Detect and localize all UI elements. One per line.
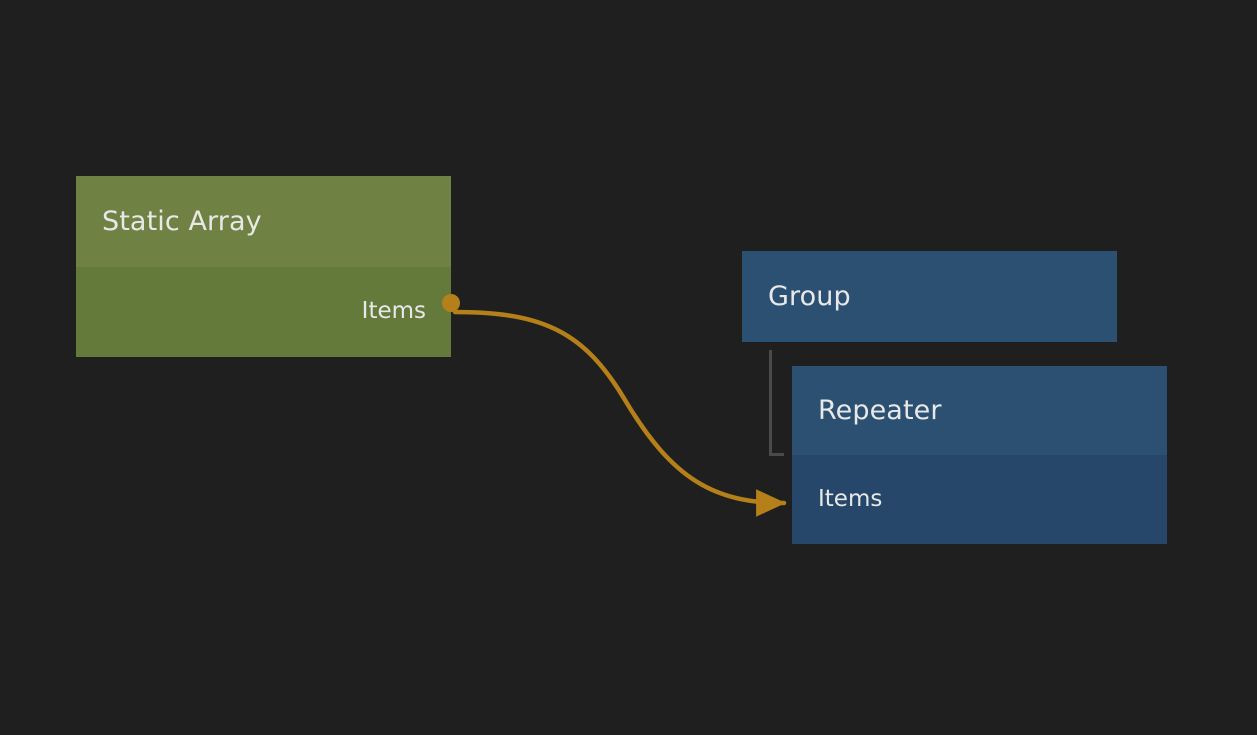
node-repeater-header[interactable]: Repeater bbox=[792, 366, 1167, 455]
port-static-array-items[interactable]: Items bbox=[362, 300, 426, 323]
node-repeater[interactable]: Repeater Items bbox=[792, 366, 1167, 544]
edge-static-array-items-to-repeater-items[interactable] bbox=[452, 309, 787, 517]
node-repeater-body: Items bbox=[792, 455, 1167, 544]
node-repeater-title: Repeater bbox=[818, 395, 942, 426]
node-static-array-body: Items bbox=[76, 267, 460, 357]
node-static-array[interactable]: Static Array Items bbox=[76, 176, 460, 357]
node-static-array-title: Static Array bbox=[102, 206, 262, 237]
node-group-title: Group bbox=[768, 281, 851, 312]
port-repeater-items[interactable]: Items bbox=[818, 488, 882, 511]
node-static-array-header[interactable]: Static Array bbox=[76, 176, 451, 267]
port-static-array-items-dot[interactable] bbox=[442, 294, 460, 312]
port-static-array-items-label: Items bbox=[361, 298, 426, 324]
node-group[interactable]: Group bbox=[742, 251, 1117, 342]
node-group-header[interactable]: Group bbox=[742, 251, 1117, 342]
port-repeater-items-label: Items bbox=[818, 486, 883, 512]
hierarchy-bracket-icon bbox=[769, 350, 784, 456]
